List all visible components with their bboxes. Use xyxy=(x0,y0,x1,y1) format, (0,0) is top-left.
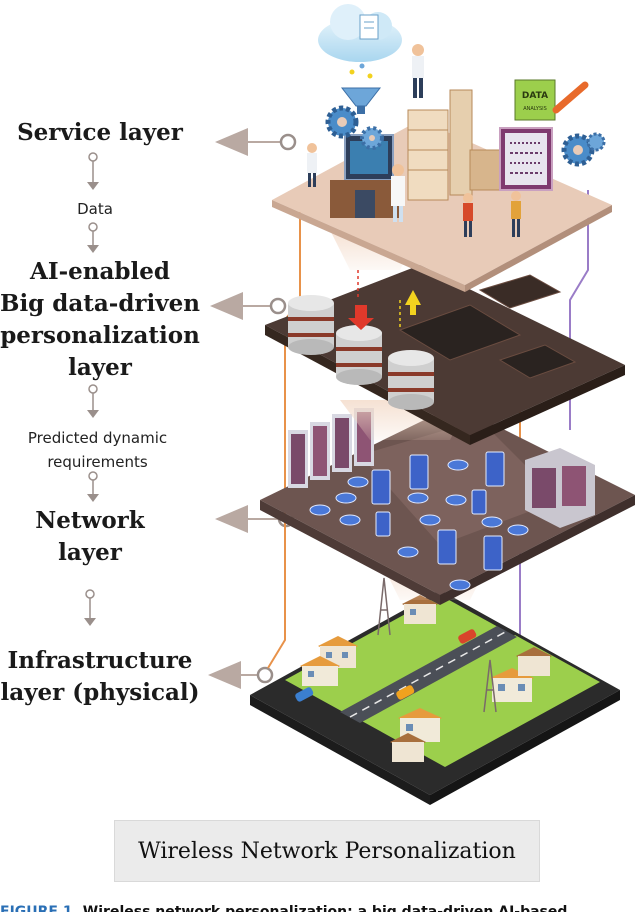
cloud-icon xyxy=(318,4,402,62)
figure-number: FIGURE 1. xyxy=(0,904,78,912)
infrastructure-layer-line-1: Infrastructure xyxy=(7,647,193,674)
gear-icons xyxy=(325,105,606,167)
binary-screen xyxy=(499,127,553,191)
data-arrows xyxy=(348,270,421,330)
figure-caption: FIGURE 1. Wireless network personalizati… xyxy=(0,898,640,912)
computer-station xyxy=(330,134,400,218)
wireless-network-personalization-caption: Wireless Network Personalization xyxy=(114,820,540,882)
infrastructure-layer-line-2: layer (physical) xyxy=(0,679,200,706)
predicted-line-1: Predicted dynamic xyxy=(27,429,168,447)
network-servers xyxy=(371,451,505,571)
network-nodes xyxy=(309,459,529,591)
cars xyxy=(295,629,477,702)
funnel-icon xyxy=(340,63,382,114)
figure-caption-text: Wireless network personalization: a big … xyxy=(82,904,568,912)
infrastructure-layer-pointer xyxy=(208,661,274,689)
ai-layer-pointer xyxy=(210,292,287,320)
data-board-subtext: ANALYSIS xyxy=(523,106,547,112)
database-cylinders xyxy=(288,295,434,410)
network-layer-line-1: Network xyxy=(35,507,145,534)
service-layer-label: Service layer xyxy=(17,119,183,146)
data-analysis-board: DATA ANALYSIS xyxy=(514,79,589,121)
left-flow-connectors xyxy=(84,152,99,626)
data-board-text: DATA xyxy=(522,91,548,101)
ai-layer-line-1: AI-enabled xyxy=(30,258,170,285)
ai-layer-line-2: Big data-driven xyxy=(0,290,200,317)
layered-network-illustration: DATA ANALYSIS xyxy=(84,4,635,805)
cell-towers xyxy=(377,577,497,713)
network-layer-line-2: layer xyxy=(58,539,122,566)
people xyxy=(307,44,521,237)
data-flow-label: Data xyxy=(77,200,113,218)
ai-layer-line-4: layer xyxy=(68,354,132,381)
houses xyxy=(300,595,552,762)
circuit-chips xyxy=(398,274,577,379)
ai-layer-line-3: personalization xyxy=(0,322,200,349)
server-cabinets xyxy=(407,89,511,201)
predicted-line-2: requirements xyxy=(47,453,148,471)
service-layer-pointer xyxy=(215,128,297,156)
